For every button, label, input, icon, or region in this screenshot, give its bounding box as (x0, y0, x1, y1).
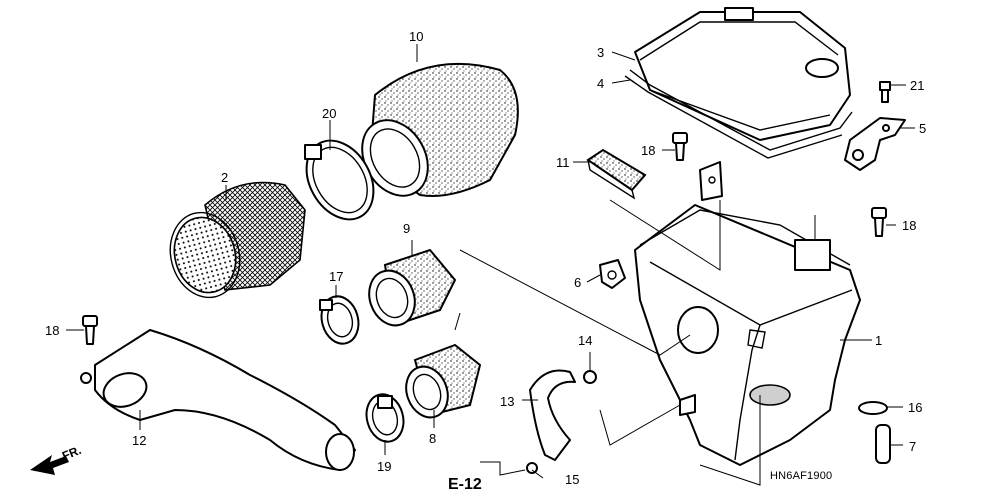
clip-18-upper (672, 132, 688, 161)
callout-18-right: 18 (902, 218, 917, 233)
callout-11: 11 (556, 155, 570, 170)
callout-8: 8 (429, 431, 437, 446)
callout-17: 17 (329, 269, 344, 284)
callout-7: 7 (909, 439, 917, 454)
drain-plug (875, 424, 891, 464)
callout-16: 16 (908, 400, 923, 415)
clamp-6 (599, 259, 626, 289)
callout-4: 4 (597, 76, 605, 91)
clip-15 (526, 462, 538, 474)
callout-12: 12 (132, 433, 147, 448)
clip-16 (858, 401, 888, 415)
bolt-21 (879, 81, 891, 103)
air-cleaner-cover (634, 7, 851, 141)
callout-9: 9 (403, 221, 411, 236)
drain-hose (529, 369, 576, 461)
callout-5: 5 (919, 121, 927, 136)
air-filter-element (361, 62, 519, 197)
callout-21: 21 (910, 78, 925, 93)
band-19 (365, 393, 405, 443)
band-20 (304, 139, 375, 221)
callout-20: 20 (322, 106, 337, 121)
callout-14: 14 (578, 333, 593, 348)
front-direction-arrow-icon (30, 455, 69, 475)
clip-18-right (871, 207, 887, 237)
clip-18-left (82, 315, 98, 345)
callout-13: 13 (500, 394, 515, 409)
reference-label: E-12 (448, 476, 482, 493)
connecting-tube-8 (405, 343, 482, 419)
callout-6: 6 (574, 275, 582, 290)
callout-18-left: 18 (45, 323, 60, 338)
callout-19: 19 (377, 459, 392, 474)
leader-lines (66, 44, 915, 486)
clip-14 (583, 370, 597, 384)
callout-18-upper: 18 (641, 143, 656, 158)
band-17 (319, 295, 360, 345)
callout-3: 3 (597, 45, 605, 60)
filter-screen (169, 181, 306, 299)
callout-2: 2 (221, 170, 229, 185)
callout-15: 15 (565, 472, 580, 487)
cover-gasket (624, 69, 853, 159)
foam-pad (586, 148, 647, 200)
callout-10: 10 (409, 29, 424, 44)
callout-1: 1 (875, 333, 883, 348)
mounting-bracket (844, 117, 906, 171)
drawing-code: HN6AF1900 (770, 470, 833, 482)
intake-duct (80, 329, 356, 471)
connecting-tube-9 (368, 248, 457, 327)
air-cleaner-case (634, 161, 861, 466)
